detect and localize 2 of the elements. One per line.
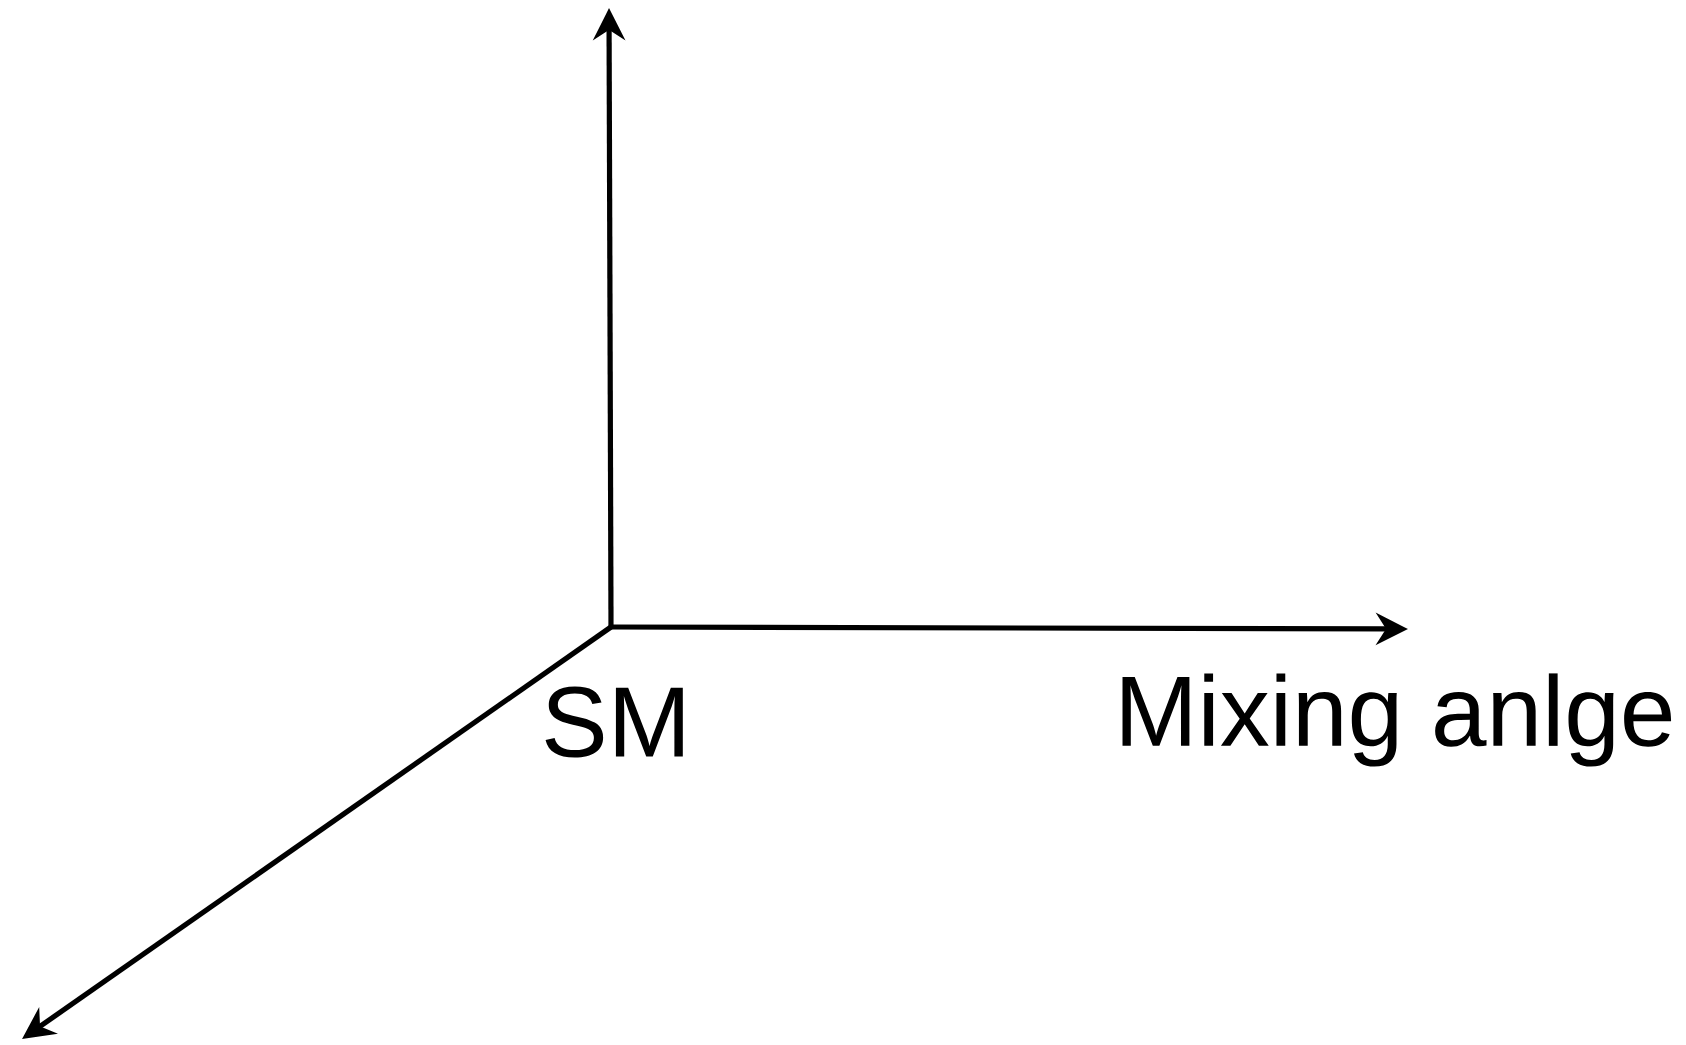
- axis-label: Mixing anlge: [1122, 673, 1672, 767]
- axis-label: SM: [545, 686, 683, 758]
